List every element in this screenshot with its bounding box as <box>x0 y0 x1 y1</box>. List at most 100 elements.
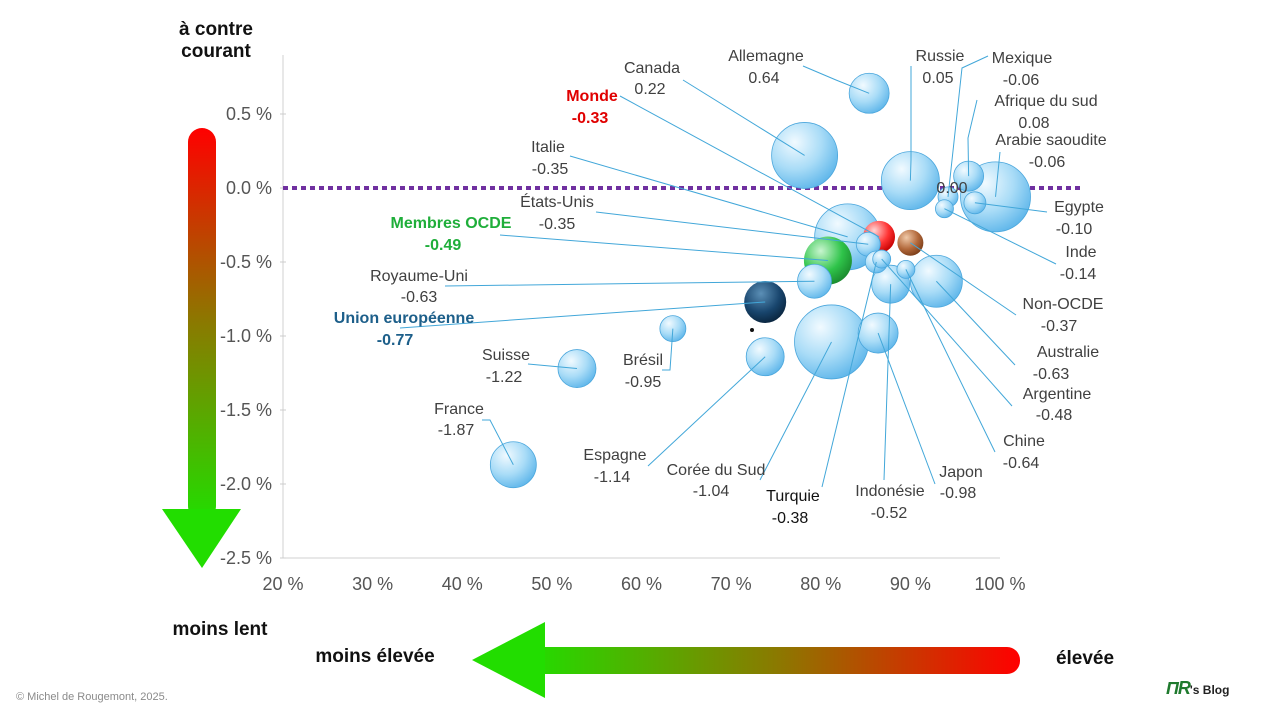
x-tick-label: 80 % <box>800 574 841 594</box>
y-tick-label: 0.0 % <box>226 178 272 198</box>
leader-line <box>482 419 514 465</box>
label-egypte-name: Egypte <box>1054 199 1104 216</box>
tick-labels: 20 %30 %40 %50 %60 %70 %80 %90 %100 %0.5… <box>220 104 1026 594</box>
label-espagne-name: Espagne <box>583 447 646 464</box>
leader-line <box>569 155 848 238</box>
label-allemagne-name: Allemagne <box>728 48 804 65</box>
leader-line <box>877 332 936 485</box>
axes <box>282 55 1000 559</box>
leader-line <box>974 202 1048 213</box>
label-membres-ocde-value: -0.49 <box>425 237 462 254</box>
label-canada-name: Canada <box>624 60 680 77</box>
label-argentine-name: Argentine <box>1023 386 1092 403</box>
label-russie-name: Russie <box>916 48 965 65</box>
leader-line <box>944 208 1057 265</box>
label-bresil-name: Brésil <box>623 352 663 369</box>
label-italie-name: Italie <box>531 139 565 156</box>
leader-line <box>910 242 1017 316</box>
x-tick-label: 50 % <box>531 574 572 594</box>
label-arabie-saoudite-value: -0.06 <box>1029 154 1066 171</box>
label-indonesie-value: -0.52 <box>871 505 908 522</box>
label-monde-name: Monde <box>566 88 618 105</box>
arrow-right-label: élevée <box>1055 648 1115 669</box>
stray-dot <box>750 328 754 332</box>
copyright-credit: © Michel de Rougemont, 2025. <box>16 691 168 703</box>
label-union-europeenne-value: -0.77 <box>377 332 414 349</box>
label-indonesie-name: Indonésie <box>855 483 924 500</box>
y-tick-label: -2.5 % <box>220 548 272 568</box>
label-turquie-value: -0.38 <box>772 510 809 527</box>
label-chine-value: -0.64 <box>1003 455 1040 472</box>
label-stray-value: 0.00 <box>936 180 967 197</box>
label-allemagne-value: 0.64 <box>748 70 779 87</box>
label-arabie-saoudite-name: Arabie saoudite <box>995 132 1106 149</box>
arrow-left-label: moins élevée <box>315 646 435 667</box>
label-japon-name: Japon <box>939 464 983 481</box>
label-non-ocde-name: Non-OCDE <box>1023 296 1104 313</box>
label-russie-value: 0.05 <box>922 70 953 87</box>
label-coree-du-sud-value: -1.04 <box>693 483 730 500</box>
leader-line <box>905 269 996 453</box>
label-canada-value: 0.22 <box>634 81 665 98</box>
label-afrique-du-sud-value: 0.08 <box>1018 115 1049 132</box>
leader-line <box>682 79 805 156</box>
label-etats-unis-name: États-Unis <box>520 192 594 211</box>
leader-line <box>647 356 766 467</box>
leader-line <box>527 363 578 370</box>
y-tick-label: 0.5 % <box>226 104 272 124</box>
label-non-ocde-value: -0.37 <box>1041 318 1078 335</box>
top-left-label: à contre courant <box>179 19 253 62</box>
aggregate-labels: Monde -0.33 Membres OCDE -0.49 Union eur… <box>334 88 618 349</box>
leader-line <box>802 65 870 94</box>
label-suisse-value: -1.22 <box>486 369 523 386</box>
label-etats-unis-value: -0.35 <box>539 216 576 233</box>
label-italie-value: -0.35 <box>532 161 569 178</box>
leader-line <box>936 280 1016 366</box>
label-argentine-value: -0.48 <box>1036 407 1073 424</box>
label-inde-value: -0.14 <box>1060 266 1097 283</box>
label-australie-name: Australie <box>1037 344 1099 361</box>
label-coree-du-sud-name: Corée du Sud <box>667 462 766 479</box>
blog-logo-mark: ΠR <box>1166 678 1191 698</box>
leader-line <box>619 95 880 238</box>
label-mexique-name: Mexique <box>992 50 1053 67</box>
label-france-name: France <box>434 401 484 418</box>
leader-line <box>821 261 877 488</box>
leader-line <box>967 99 978 177</box>
label-mexique-value: -0.06 <box>1003 72 1040 89</box>
vertical-arrow <box>162 128 241 568</box>
leader-line <box>759 341 832 481</box>
x-tick-label: 70 % <box>711 574 752 594</box>
leader-line <box>444 280 815 287</box>
x-tick-label: 90 % <box>890 574 931 594</box>
blog-logo-text: 's Blog <box>1189 683 1230 697</box>
label-australie-value: -0.63 <box>1033 366 1070 383</box>
leader-line <box>883 284 892 481</box>
label-membres-ocde-name: Membres OCDE <box>391 215 512 232</box>
bubbles <box>489 72 1031 489</box>
label-suisse-name: Suisse <box>482 347 530 364</box>
x-tick-label: 100 % <box>974 574 1025 594</box>
label-japon-value: -0.98 <box>940 485 977 502</box>
horizontal-arrow <box>472 622 1020 698</box>
label-bresil-value: -0.95 <box>625 374 662 391</box>
x-tick-label: 40 % <box>442 574 483 594</box>
label-france-value: -1.87 <box>438 422 475 439</box>
leader-line <box>399 301 766 329</box>
data-labels: Allemagne 0.64 Canada 0.22 Russie 0.05 M… <box>370 48 1107 527</box>
label-turquie-name: Turquie <box>766 488 820 505</box>
label-afrique-du-sud-name: Afrique du sud <box>994 93 1097 110</box>
label-union-europeenne-name: Union européenne <box>334 310 475 327</box>
y-tick-label: -2.0 % <box>220 474 272 494</box>
leader-line <box>947 55 989 197</box>
label-egypte-value: -0.10 <box>1056 221 1093 238</box>
y-tick-label: -0.5 % <box>220 252 272 272</box>
leader-lines <box>399 55 1057 488</box>
bottom-left-label: moins lent <box>172 619 268 640</box>
label-inde-name: Inde <box>1065 244 1096 261</box>
label-chine-name: Chine <box>1003 433 1045 450</box>
y-tick-label: -1.5 % <box>220 400 272 420</box>
label-monde-value: -0.33 <box>572 110 609 127</box>
leader-line <box>909 66 912 181</box>
